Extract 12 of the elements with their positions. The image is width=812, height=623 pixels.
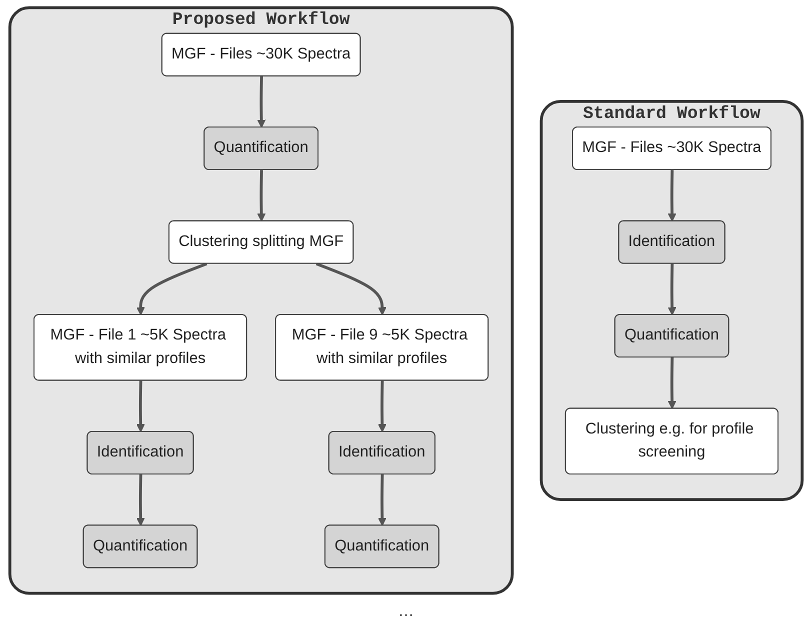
arrow: [136, 380, 145, 432]
arrow: [668, 170, 676, 222]
arrow: [257, 76, 266, 128]
arrow: [378, 474, 386, 526]
ellipsis-text: …: [398, 603, 414, 620]
arrow: [668, 264, 676, 316]
arrow: [668, 357, 676, 410]
arrow: [378, 380, 386, 432]
arrow: [316, 262, 386, 316]
arrow: [257, 170, 266, 222]
arrow: [136, 474, 145, 526]
arrow: [136, 262, 208, 316]
